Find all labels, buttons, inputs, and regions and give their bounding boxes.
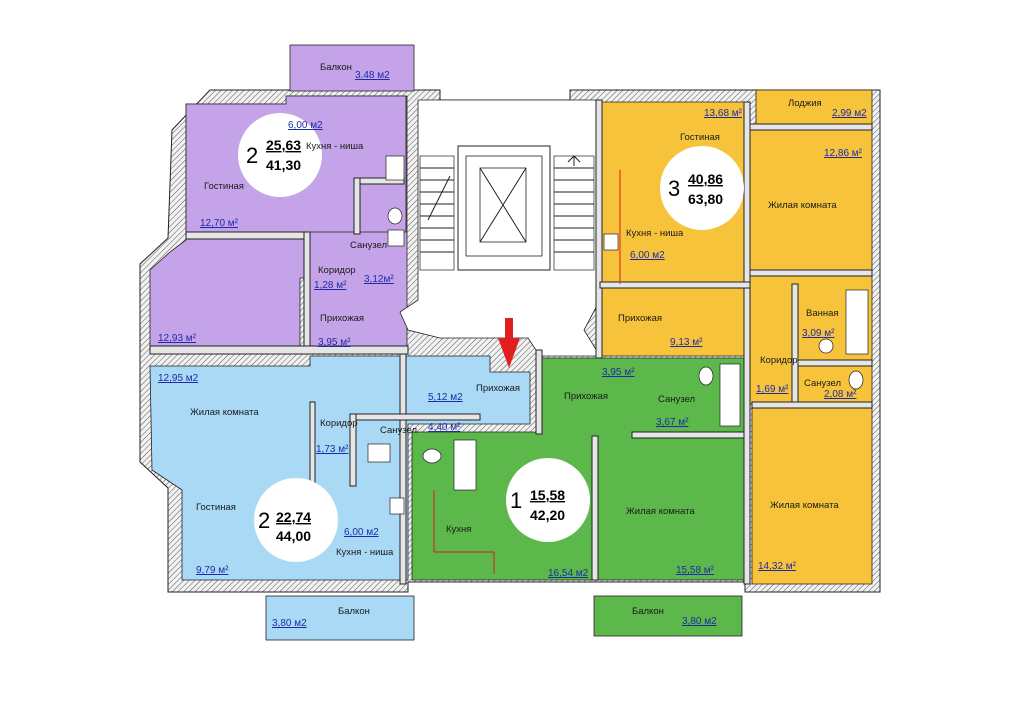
badge-blue-living: 22,74 [276,509,311,525]
label-blue-hallway: Прихожая [476,383,520,394]
label-green-hallway: Прихожая [564,391,608,402]
area-yellow-corridor: 1,69 м² [756,384,789,395]
badge-purple-living: 25,63 [266,137,301,153]
fixtures [367,155,869,574]
area-green-bedroom: 15,58 м² [676,565,715,576]
area-blue-living: 9,79 м² [196,565,229,576]
stairs-left [419,155,455,271]
label-green-balcony: Балкон [632,606,664,617]
label-green-bedroom: Жилая комната [626,506,695,517]
label-yellow-living: Гостиная [680,132,720,143]
label-purple-kitchen: Кухня - ниша [306,141,364,152]
area-purple-living: 12,70 м² [200,218,239,229]
badge-green: 1 15,58 42,20 [506,458,590,542]
label-yellow-bath: Ванная [806,308,839,319]
label-purple-living: Гостиная [204,181,244,192]
badge-purple-rooms: 2 [246,143,258,168]
purple-balcony [289,44,415,92]
badge-green-total: 42,20 [530,507,565,523]
badge-yellow-total: 63,80 [688,191,723,207]
area-yellow-bath: 3,09 м² [802,328,835,339]
label-yellow-loggia: Лоджия [788,98,822,109]
elevator-shaft [457,145,551,271]
label-blue-balcony: Балкон [338,606,370,617]
area-yellow-kitchen: 6,00 м2 [630,250,665,261]
badge-blue-total: 44,00 [276,528,311,544]
interior-walls [149,99,873,585]
blue-balcony [265,595,415,641]
area-blue-kitchen: 6,00 м2 [344,527,379,538]
label-blue-bedroom: Жилая комната [190,407,259,418]
label-yellow-kitchen: Кухня - ниша [626,228,684,239]
area-green-hallway: 3,95 м² [602,367,635,378]
area-yellow-loggia: 2,99 м2 [832,108,867,119]
area-green-balcony: 3,80 м2 [682,616,717,627]
label-blue-kitchen: Кухня - ниша [336,547,394,558]
area-blue-bedroom: 12,95 м2 [158,373,199,384]
area-purple-hallway: 3,95 м² [318,337,351,348]
area-yellow-bedroom1: 12,86 м² [824,148,863,159]
label-yellow-bedroom2: Жилая комната [770,500,839,511]
area-purple-balcony: 3.48 м2 [355,70,390,81]
badge-yellow-rooms: 3 [668,176,680,201]
area-blue-balcony: 3,80 м2 [272,618,307,629]
badge-green-living: 15,58 [530,487,565,503]
area-green-bathroom: 3,67 м² [656,417,689,428]
label-blue-corridor: Коридор [320,418,358,429]
area-blue-bathroom: 4,40 м² [428,422,461,433]
label-blue-bathroom: Санузел [380,425,417,436]
label-purple-balcony: Балкон [320,62,352,73]
label-blue-living: Гостиная [196,502,236,513]
area-blue-corridor: 1,73 м² [316,444,349,455]
badge-blue-rooms: 2 [258,508,270,533]
area-purple-bedroom: 12,93 м² [158,333,197,344]
area-yellow-bedroom2: 14,32 м² [758,561,797,572]
label-yellow-hallway: Прихожая [618,313,662,324]
badge-green-rooms: 1 [510,488,522,513]
badge-yellow-living: 40,86 [688,171,723,187]
label-purple-hallway: Прихожая [320,313,364,324]
area-yellow-hallway: 9,13 м² [670,337,703,348]
label-green-kitchen: Кухня [446,524,471,535]
area-purple-bathroom: 3,12м² [364,274,394,285]
area-purple-kitchen: 6,00 м2 [288,120,323,131]
area-blue-hallway: 5,12 м2 [428,392,463,403]
label-yellow-bathroom: Санузел [804,378,841,389]
green-balcony [593,595,743,637]
area-green-kitchen: 16,54 м2 [548,568,589,579]
label-yellow-bedroom1: Жилая комната [768,200,837,211]
entrance-arrow [498,318,520,368]
label-purple-corridor: Коридор [318,265,356,276]
label-purple-bathroom: Санузел [350,240,387,251]
area-yellow-bathroom: 2,08 м² [824,389,857,400]
badge-purple-total: 41,30 [266,157,301,173]
apt-blue-fill [149,355,531,581]
label-yellow-corridor: Коридор [760,355,798,366]
area-purple-corridor: 1,28 м² [314,280,347,291]
stairs-right [553,155,595,271]
area-yellow-living: 13,68 м² [704,108,743,119]
label-green-bathroom: Санузел [658,394,695,405]
badge-yellow: 3 40,86 63,80 [660,146,744,230]
badge-purple: 2 25,63 41,30 [238,113,322,197]
badge-blue: 2 22,74 44,00 [254,478,338,562]
